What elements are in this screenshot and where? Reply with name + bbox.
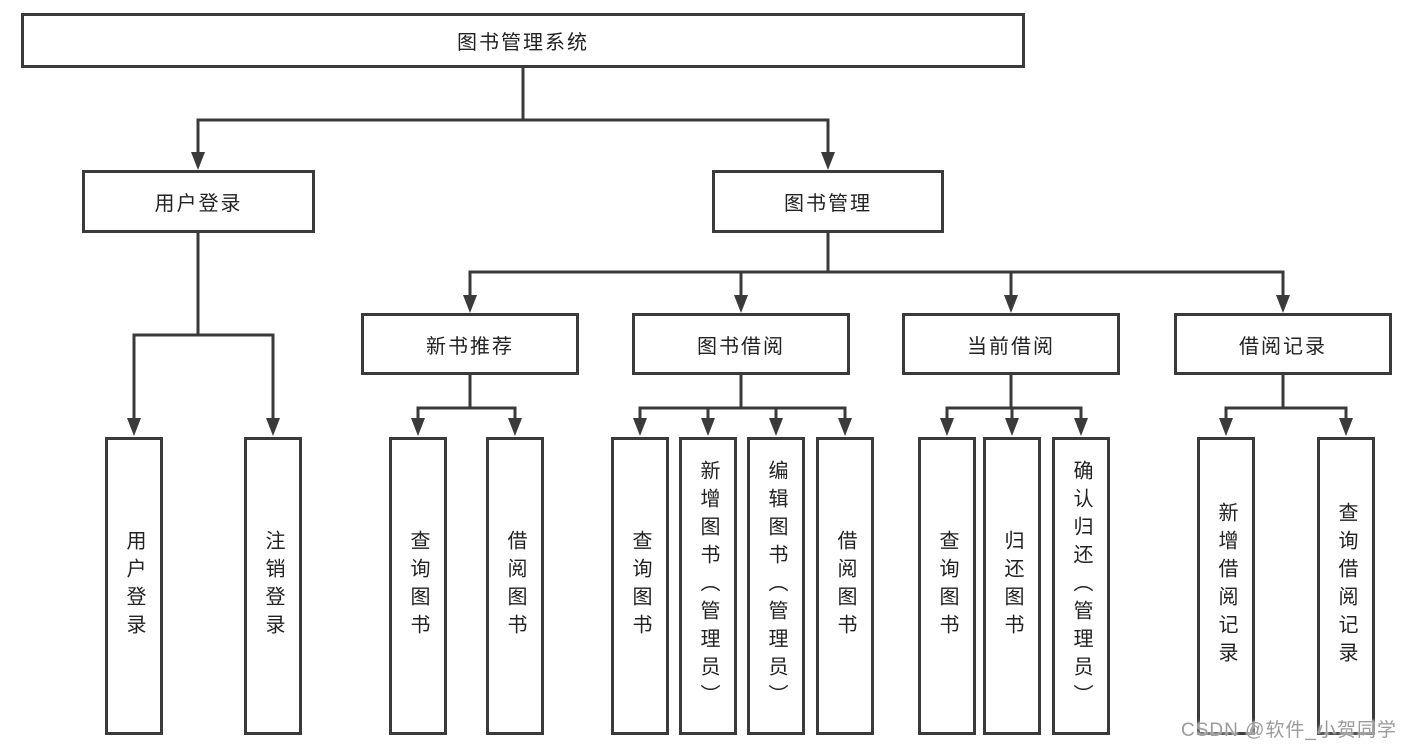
node-current-borrow-label: 当前借阅 <box>967 335 1055 358</box>
node-book-borrow-label: 图书借阅 <box>697 335 785 358</box>
node-borrow-records-label: 借阅记录 <box>1239 335 1327 358</box>
leaf-user-login-label: 用户登录 <box>123 530 145 642</box>
connector-root-split <box>191 66 835 170</box>
leaf-add-borrow-record: 新增借阅记录 <box>1197 437 1255 735</box>
leaf-borrow-books-recommend-label: 借阅图书 <box>504 530 526 642</box>
leaf-borrow-books-recommend: 借阅图书 <box>486 437 544 735</box>
csdn-watermark: CSDN @软件_小贺同学 <box>1181 720 1397 741</box>
node-book-borrow: 图书借阅 <box>632 313 850 375</box>
leaf-query-books-borrow-label: 查询图书 <box>629 530 651 642</box>
node-book-management: 图书管理 <box>712 170 944 233</box>
node-user-login: 用户登录 <box>82 170 315 233</box>
connector-current-borrow-split <box>940 373 1088 436</box>
connector-new-book-split <box>411 373 522 436</box>
leaf-query-books-recommend-label: 查询图书 <box>407 530 429 642</box>
leaf-return-books-label: 归还图书 <box>1001 530 1023 642</box>
leaf-add-book-admin: 新增图书（管理员） <box>679 437 737 735</box>
leaf-edit-book-admin-label: 编辑图书（管理员） <box>765 460 787 712</box>
leaf-add-borrow-record-label: 新增借阅记录 <box>1215 502 1237 670</box>
connector-borrow-records-split <box>1219 373 1353 436</box>
leaf-query-books-recommend: 查询图书 <box>389 437 447 735</box>
leaf-query-borrow-record-label: 查询借阅记录 <box>1335 502 1357 670</box>
node-user-login-label: 用户登录 <box>154 193 243 215</box>
node-new-book-recommend-label: 新书推荐 <box>426 335 514 358</box>
node-book-management-label: 图书管理 <box>784 193 872 215</box>
leaf-edit-book-admin: 编辑图书（管理员） <box>747 437 805 735</box>
leaf-add-book-admin-label: 新增图书（管理员） <box>697 460 719 712</box>
leaf-confirm-return-admin-label: 确认归还（管理员） <box>1070 460 1092 712</box>
leaf-query-books-borrow: 查询图书 <box>611 437 669 735</box>
leaf-query-books-current: 查询图书 <box>918 437 976 735</box>
leaf-query-books-current-label: 查询图书 <box>936 530 958 642</box>
connector-book-management-split <box>463 231 1290 313</box>
leaf-return-books: 归还图书 <box>983 437 1041 735</box>
leaf-user-login: 用户登录 <box>105 437 163 735</box>
leaf-borrow-books-label: 借阅图书 <box>834 530 856 642</box>
leaf-confirm-return-admin: 确认归还（管理员） <box>1052 437 1110 735</box>
leaf-logout-label: 注销登录 <box>262 530 284 642</box>
node-borrow-records: 借阅记录 <box>1174 313 1392 375</box>
leaf-logout: 注销登录 <box>244 437 302 735</box>
node-library-system: 图书管理系统 <box>21 13 1025 68</box>
node-current-borrow: 当前借阅 <box>902 313 1120 375</box>
leaf-borrow-books: 借阅图书 <box>816 437 874 735</box>
node-library-system-label: 图书管理系统 <box>457 32 589 54</box>
leaf-query-borrow-record: 查询借阅记录 <box>1317 437 1375 735</box>
connector-user-login-split <box>127 231 280 436</box>
node-new-book-recommend: 新书推荐 <box>361 313 579 375</box>
connector-book-borrow-split <box>633 373 852 436</box>
